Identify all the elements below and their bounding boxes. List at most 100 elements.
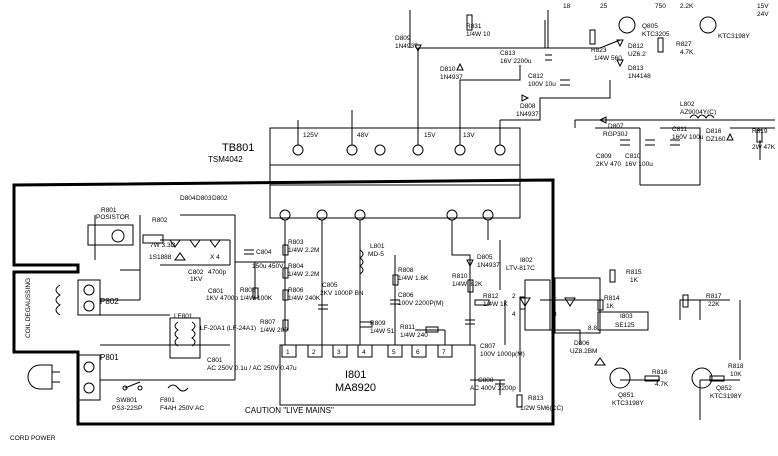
r-top-label: 2.2K (680, 3, 694, 10)
d812-label: D812 (628, 43, 644, 50)
c811-val: 160V 100u (672, 134, 704, 141)
c813-val: 16V 2200u (500, 58, 532, 65)
r814-val: 1K (606, 303, 615, 310)
c801b-label: C801 (207, 357, 223, 364)
v125-label: 125V (303, 132, 319, 139)
tsm4042-label: TSM4042 (208, 155, 243, 164)
i802-pin-4: 4 (512, 311, 516, 318)
r809-label: R809 (370, 320, 386, 327)
r812-val: 1/4W 1K (483, 301, 509, 308)
i802-label: I802 (520, 257, 533, 264)
d807-val: RGP30J (603, 131, 628, 138)
c808-val: AC 400V 2200p (470, 385, 516, 392)
r810-val: 1/4W 8.2K (452, 281, 483, 288)
c807-label: C807 (480, 343, 496, 350)
r807-label: R807 (260, 319, 276, 326)
c801-val: 1KV 4700p (206, 295, 239, 302)
c802-val: 1KV (190, 276, 203, 283)
ic-i801-pins (281, 344, 453, 358)
l801-label: L801 (370, 243, 385, 250)
c803-val: 4700p (208, 269, 226, 276)
d810-label: D810 (440, 66, 456, 73)
r831-val: 1/4W 10 (466, 31, 491, 38)
ic-i801 (279, 344, 476, 406)
i801-pin-7: 7 (442, 349, 446, 356)
r-top2-label: 750 (655, 3, 666, 10)
c805-val: 2KV 1000P BN (320, 290, 364, 297)
r807-val: 1/4W 200 (260, 327, 288, 334)
r817-label: R817 (706, 293, 722, 300)
c802-label: C802 (188, 269, 204, 276)
r805-label: R805 (240, 287, 256, 294)
r802-val: 7W 3.3Ω (150, 242, 176, 249)
v48-label: 48V (357, 132, 369, 139)
d812-val: UZ6.2 (628, 51, 646, 58)
v24-top-label: 24V (757, 11, 769, 18)
sw801-label: SW801 (116, 397, 138, 404)
c813-label: C813 (500, 50, 516, 57)
f801-val: F4AH 250V AC (160, 405, 204, 412)
r812-label: R812 (483, 293, 499, 300)
r831-label: R831 (466, 23, 482, 30)
d806-val: UZ8.2BM (570, 348, 597, 355)
c804-val: 150u 450V (252, 263, 284, 270)
r815-val: 1K (630, 277, 639, 284)
r811-val: 1/4W 240 (400, 332, 428, 339)
cord-power-label: CORD POWER (10, 435, 56, 442)
r818-label: R818 (728, 363, 744, 370)
r813-label: R813 (528, 395, 544, 402)
c809-label: C809 (596, 153, 612, 160)
i802-pin-1: 1 (553, 293, 557, 300)
secondary-wires (351, 10, 775, 186)
i802-pin-2: 2 (512, 293, 516, 300)
r802-label: R802 (152, 217, 168, 224)
r827-label: R827 (676, 41, 692, 48)
caution-label: CAUTION "LIVE MAINS" (245, 406, 334, 415)
d809-label: D809 (395, 35, 411, 42)
i802-pin-3: 3 (553, 311, 557, 318)
r815-label: R815 (626, 269, 642, 276)
r810-label: R810 (452, 273, 468, 280)
d805-label: D805 (477, 254, 493, 261)
r827-val: 4.7K (680, 49, 694, 56)
tb801-label: TB801 (222, 142, 254, 154)
q852-val: KTC3198Y (710, 393, 742, 400)
p801-label: P801 (100, 353, 119, 362)
c812-label: C812 (528, 73, 544, 80)
r817-val: 22K (708, 301, 720, 308)
i802-val: LTV-817C (506, 265, 535, 272)
q-top-val: KTC3198Y (718, 33, 750, 40)
v13-label: 13V (463, 132, 475, 139)
i801-pin-1: 1 (286, 349, 290, 356)
r813-val: 1/2W 5M6(CC) (520, 405, 563, 412)
r-top3-label: 25 (600, 3, 608, 10)
l801-val: MD-5 (368, 251, 384, 258)
l802-val: AZ9004Y(C) (680, 109, 716, 116)
c804-label: C804 (256, 249, 272, 256)
secondary-parts (414, 14, 763, 146)
d804-label: D804 (180, 195, 196, 202)
r818-val: 10K (730, 371, 742, 378)
c805-label: C805 (322, 282, 338, 289)
d813-val: 1N4148 (628, 73, 651, 80)
r806-label: R806 (288, 287, 304, 294)
r804-label: R804 (288, 263, 304, 270)
r801-label: R801 (101, 207, 117, 214)
i801-pin-3: 3 (337, 349, 341, 356)
l802-label: L802 (680, 101, 695, 108)
d803-label: D803 (196, 195, 212, 202)
c807-val: 100V 1000p(M) (480, 351, 525, 358)
d808-val: 1N4937 (516, 111, 539, 118)
ds1888-label: 1S1888 (149, 254, 172, 261)
posistor-label: POSISTOR (96, 214, 130, 221)
p802-label: P802 (100, 297, 119, 306)
r819-val: 2W 47K (752, 144, 776, 151)
q851-val: KTC3198Y (612, 400, 644, 407)
d807-label: D807 (608, 123, 624, 130)
i803-val: SE125 (615, 322, 635, 329)
n88-label: 8.8 (588, 325, 597, 332)
r805-val: 1/4W 100K (240, 295, 273, 302)
x4-label: X 4 (210, 254, 220, 261)
d813-label: D813 (628, 65, 644, 72)
